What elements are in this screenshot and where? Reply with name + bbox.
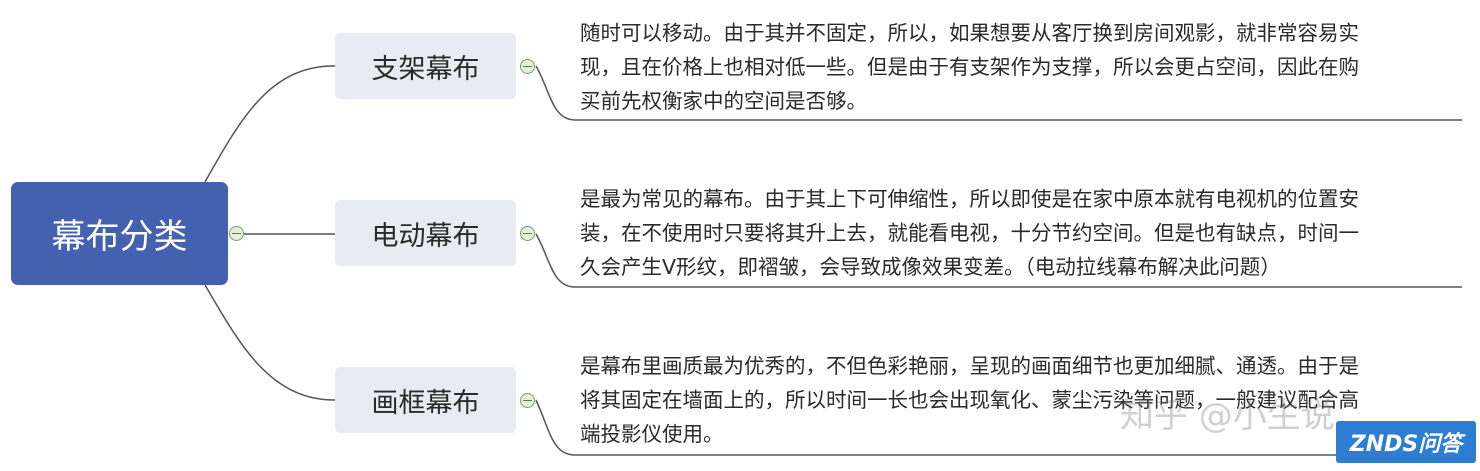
connector-root-to-bracket (204, 65, 336, 183)
root-topic-label: 幕布分类 (51, 217, 188, 257)
collapse-toggle-icon[interactable] (229, 226, 244, 241)
branch-topic-label: 画框幕布 (371, 387, 480, 419)
description-line: 是最为常见的幕布。由于其上下可伸缩性，所以即使是在家中原本就有电视机的位置安 (580, 187, 1359, 211)
collapse-toggle-icon[interactable] (520, 393, 535, 408)
collapse-toggle-icon[interactable] (520, 226, 535, 241)
description-line: 随时可以移动。由于其并不固定，所以，如果想要从客厅换到房间观影，就非常容易实 (580, 21, 1359, 45)
branch-description[interactable]: 随时可以移动。由于其并不固定，所以，如果想要从客厅换到房间观影，就非常容易实 现… (580, 16, 1460, 118)
root-topic[interactable]: 幕布分类 (11, 182, 228, 285)
znds-logo: ZNDS问答 (1336, 421, 1476, 463)
branch-description[interactable]: 是最为常见的幕布。由于其上下可伸缩性，所以即使是在家中原本就有电视机的位置安 装… (580, 182, 1460, 284)
branch-topic-label: 电动幕布 (371, 220, 480, 252)
branch-description[interactable]: 是幕布里画质最为优秀的，不但色彩艳丽，呈现的画面细节也更加细腻、通透。由于是 将… (580, 349, 1460, 451)
connector-frame-desc (535, 399, 1340, 456)
description-line: 买前先权衡家中的空间是否够。 (580, 89, 867, 113)
branch-topic-label: 支架幕布 (371, 53, 480, 85)
description-line: 现，且在价格上也相对低一些。但是由于有支架作为支撑，所以会更占空间，因此在购 (580, 55, 1359, 79)
description-line: 将其固定在墙面上的，所以时间一长也会出现氧化、蒙尘污染等问题，一般建议配合高 (580, 388, 1359, 412)
description-line: 装，在不使用时只要将其升上去，就能看电视，十分节约空间。但是也有缺点，时间一 (580, 221, 1359, 245)
branch-topic-frame[interactable]: 画框幕布 (335, 367, 516, 433)
description-line: 是幕布里画质最为优秀的，不但色彩艳丽，呈现的画面细节也更加细腻、通透。由于是 (580, 354, 1359, 378)
collapse-toggle-icon[interactable] (520, 59, 535, 74)
description-line: 久会产生V形纹，即褶皱，会导致成像效果变差。（电动拉线幕布解决此问题） (580, 255, 1281, 279)
watermark: 知乎 @小生说 (1120, 396, 1335, 436)
branch-topic-bracket[interactable]: 支架幕布 (335, 33, 516, 99)
connector-root-to-frame (204, 284, 336, 401)
connector-bracket-desc (535, 65, 1462, 121)
connector-electric-desc (535, 233, 1462, 288)
description-line: 端投影仪使用。 (580, 422, 724, 446)
branch-topic-electric[interactable]: 电动幕布 (335, 200, 516, 266)
